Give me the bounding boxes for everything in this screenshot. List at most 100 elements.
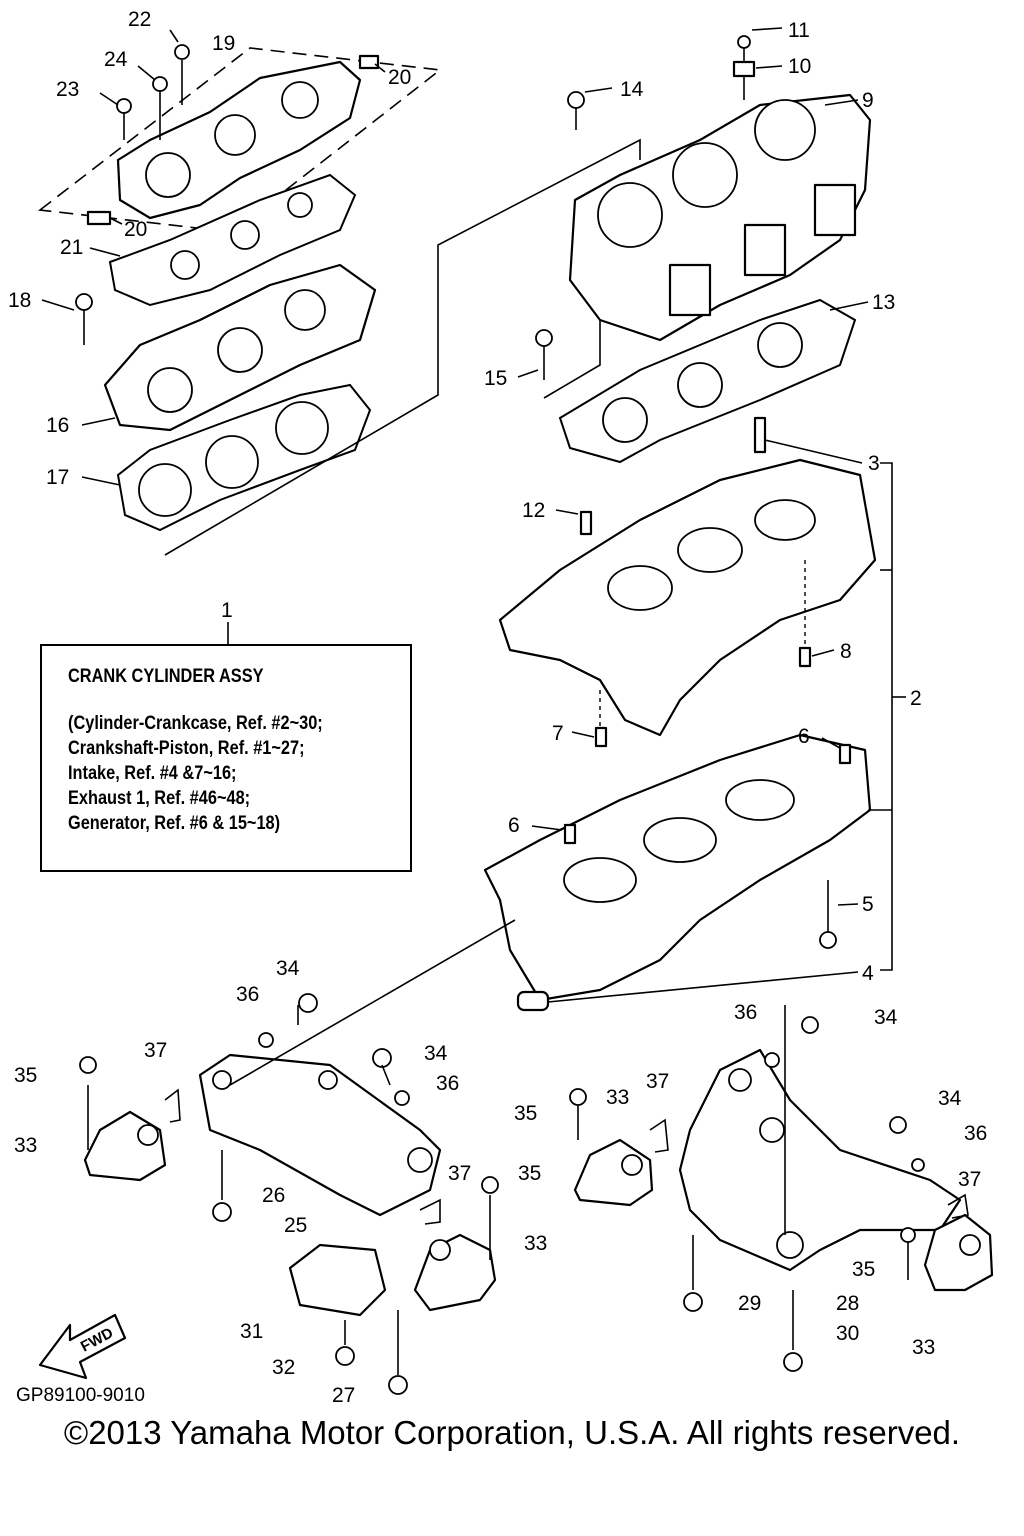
callout-36: 36 [734, 1001, 757, 1024]
clip-37 [164, 1088, 181, 1123]
leader-16 [81, 417, 116, 426]
cylinder-bore [672, 142, 738, 208]
leader-21 [89, 247, 121, 257]
washer-36 [911, 1158, 925, 1172]
fitting-20-bottom [86, 210, 112, 226]
rubber-mount-right-2 [900, 1193, 994, 1292]
crankcase-upper-group [498, 416, 877, 748]
callout-18: 18 [8, 289, 31, 312]
mount-bushing [429, 1239, 451, 1261]
clip-37 [947, 1193, 969, 1219]
rubber-mount-left-2 [413, 1176, 499, 1312]
head-chamber [217, 327, 263, 373]
engine-mount-25 [198, 1053, 442, 1217]
part-31 [288, 1243, 387, 1317]
callout-24: 24 [104, 48, 128, 71]
callout-36: 36 [436, 1072, 459, 1095]
callout-19: 19 [212, 32, 235, 55]
callout-9: 9 [862, 89, 874, 112]
callout-26: 26 [262, 1184, 285, 1207]
callout-10: 10 [788, 55, 811, 78]
crankcase-lower-4 [483, 733, 872, 1002]
mount-bushing [621, 1154, 643, 1176]
callout-33: 33 [524, 1232, 547, 1255]
bolt-24-head [152, 76, 168, 92]
clamp-10 [732, 60, 756, 78]
note-line: Intake, Ref. #4 &7~16; [68, 763, 237, 784]
callout-20: 20 [388, 66, 411, 89]
cylinder-bore [754, 99, 816, 161]
note-title: CRANK CYLINDER ASSY [68, 666, 264, 687]
fitting-4 [516, 990, 550, 1012]
bolt-14-head [567, 91, 585, 109]
rubber-mount-right-1 [569, 1088, 669, 1207]
cover-port [281, 81, 319, 119]
bolt-11-head [737, 35, 751, 49]
dowel-7 [594, 726, 608, 748]
rubber-mount-33 [923, 1213, 994, 1292]
leader-6b [531, 825, 563, 831]
bolt-35-head [569, 1088, 587, 1106]
leader-20b [109, 217, 123, 225]
rubber-mount-33 [573, 1138, 654, 1207]
dowel-6 [838, 743, 852, 765]
cylinder-bore [597, 182, 663, 248]
callout-37: 37 [144, 1039, 167, 1062]
diagram-id: GP89100-9010 [16, 1385, 145, 1406]
exhaust-port [668, 263, 712, 317]
bolt-34-head [801, 1016, 819, 1034]
callout-33: 33 [912, 1336, 935, 1359]
rubber-mount-33 [413, 1233, 497, 1312]
bolt-32-head [335, 1346, 355, 1366]
leader-23 [99, 92, 119, 106]
callout-34: 34 [424, 1042, 448, 1065]
callout-23: 23 [56, 78, 79, 101]
clip-37 [649, 1118, 669, 1153]
callout-29: 29 [738, 1292, 761, 1315]
mount-bushing [959, 1234, 981, 1256]
crankcase-lower-group [483, 733, 872, 1012]
bolt-23-head [116, 98, 132, 114]
crank-bore [754, 499, 816, 541]
crank-bore [563, 857, 637, 903]
bolt-22-head [174, 44, 190, 60]
fitting-4-lead [547, 971, 859, 1003]
mount-25-guide [229, 919, 516, 1086]
callout-12: 12 [522, 499, 545, 522]
cylinder-block-group [535, 35, 872, 399]
callout-33: 33 [606, 1086, 629, 1109]
washer-36 [764, 1052, 780, 1068]
leader-11 [751, 27, 783, 31]
leader-6 [821, 737, 841, 749]
bolt-35-head [481, 1176, 499, 1194]
callout-3: 3 [868, 452, 880, 475]
leader-9 [824, 99, 859, 106]
callout-22: 22 [128, 8, 151, 31]
note-line: Exhaust 1, Ref. #46~48; [68, 788, 251, 809]
note-line: Generator, Ref. #6 & 15~18) [68, 813, 281, 834]
fwd-arrow: FWD [38, 1313, 127, 1380]
rubber-mount-left-1 [79, 1056, 181, 1182]
cover-dashed-outline [37, 47, 443, 233]
gasket-bore [275, 401, 329, 455]
leader-7 [571, 731, 595, 738]
callout-34: 34 [938, 1087, 962, 1110]
bolt-15-bracket [543, 320, 601, 399]
callout-6: 6 [508, 814, 520, 837]
bolt-27-head [388, 1375, 408, 1395]
stud-3 [753, 416, 767, 454]
crank-bore [607, 565, 673, 611]
base-gasket-bore [602, 397, 648, 443]
leader-20 [374, 63, 386, 73]
crank-bore [643, 817, 717, 863]
mount-hole [212, 1070, 232, 1090]
crankcase-upper-3 [498, 458, 877, 737]
leader-22 [169, 29, 179, 43]
callout-8: 8 [840, 640, 852, 663]
rubber-mount-33 [83, 1110, 167, 1182]
leader-10 [755, 65, 783, 69]
head-cover-group [37, 44, 443, 233]
callout-35: 35 [852, 1258, 875, 1281]
callout-2: 2 [910, 687, 922, 710]
callout-35: 35 [14, 1064, 37, 1087]
